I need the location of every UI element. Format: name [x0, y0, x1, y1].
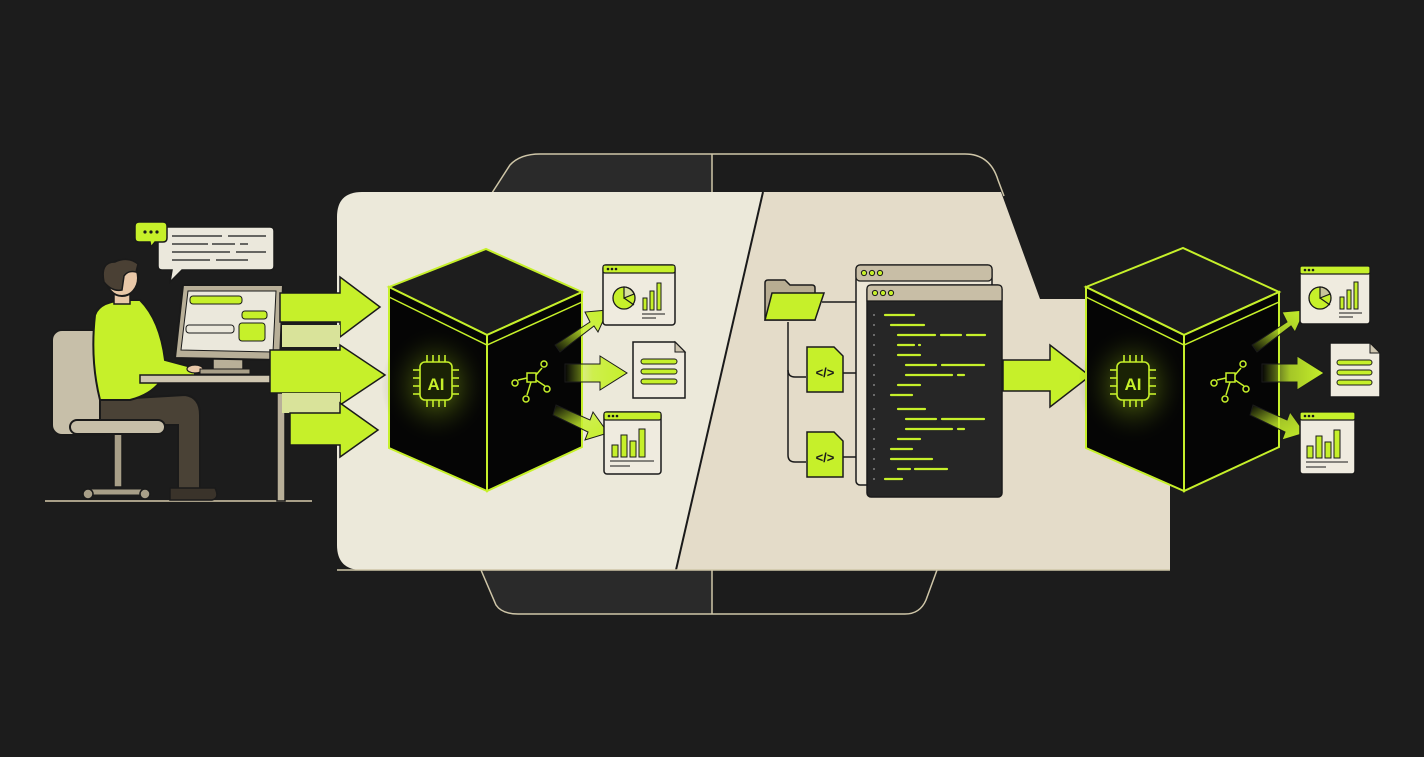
ai-chip-label: AI — [1125, 375, 1142, 394]
speech-bubble — [157, 226, 275, 285]
dashboard-card-1 — [602, 264, 676, 326]
dashboard-card-2 — [1299, 265, 1371, 325]
ai-chip-icon — [1110, 355, 1156, 407]
folder-icon — [764, 279, 826, 321]
bar-chart-card-1 — [603, 411, 662, 475]
input-arrows — [269, 275, 387, 459]
monitor — [173, 284, 285, 375]
ai-chip-icon — [413, 355, 459, 407]
code-file-icon-2: </> — [806, 431, 844, 478]
text-document-2 — [1329, 341, 1382, 398]
panel-divider — [675, 191, 764, 571]
code-file-label: </> — [816, 450, 835, 465]
text-document-1 — [632, 340, 687, 399]
workflow-graph-icon — [511, 360, 551, 403]
folder-tree — [787, 301, 857, 463]
bar-chart-card-2 — [1299, 411, 1356, 475]
code-window — [866, 284, 1003, 498]
ai-chip-label: AI — [428, 375, 445, 394]
input-arrow-2 — [1002, 343, 1092, 409]
code-file-icon-1: </> — [806, 346, 844, 393]
workflow-graph-icon — [1210, 360, 1250, 403]
desk — [139, 374, 301, 502]
bottom-tab — [480, 569, 938, 615]
ai-cube-1: AI — [381, 247, 628, 493]
code-file-label: </> — [816, 365, 835, 380]
ellipsis-chat-icon — [134, 221, 168, 249]
ai-cube-2: AI — [1078, 246, 1325, 493]
top-tab — [489, 153, 1005, 197]
code-lines — [883, 313, 987, 481]
